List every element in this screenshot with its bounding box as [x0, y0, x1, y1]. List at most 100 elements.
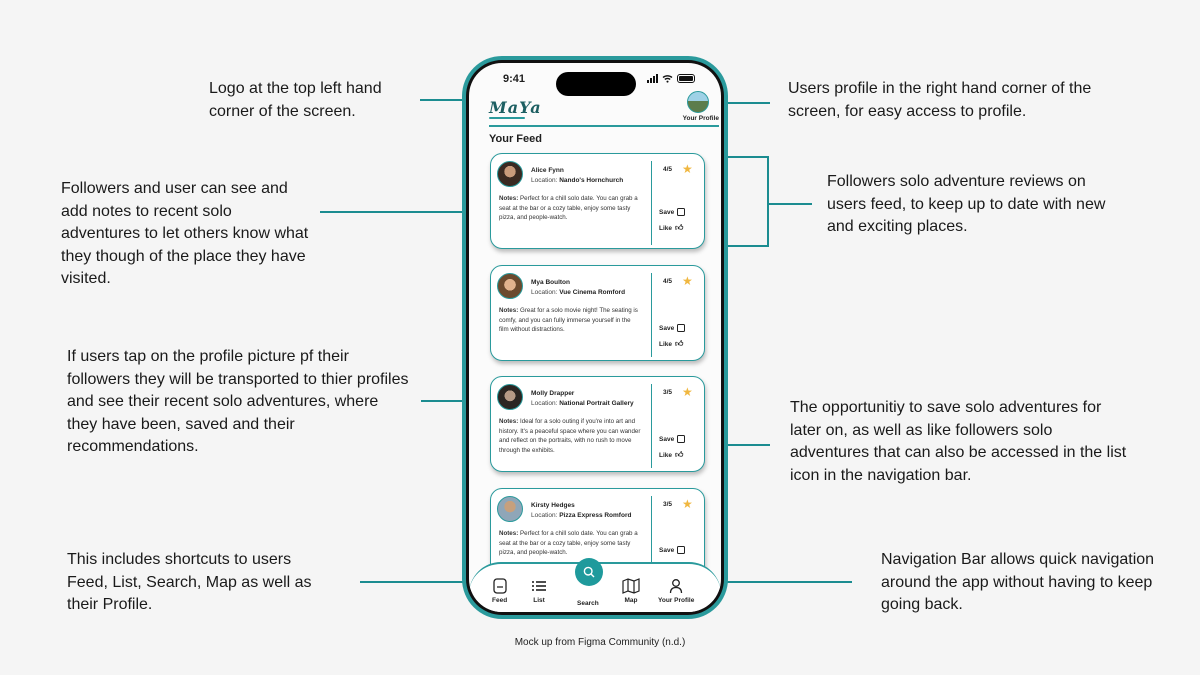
like-button[interactable]: Like👍︎: [659, 223, 683, 233]
connector-shortcuts: [360, 581, 465, 583]
app-logo[interactable]: MaYa: [489, 98, 542, 117]
nav-map-label: Map: [624, 597, 638, 604]
nav-profile-label: Your Profile: [658, 597, 695, 604]
map-icon: [622, 578, 640, 594]
location-label: Location:: [531, 512, 558, 519]
rating: 4/5: [663, 166, 673, 173]
follower-avatar[interactable]: [497, 161, 523, 187]
follower-name: Mya Boulton: [531, 279, 570, 286]
follower-avatar[interactable]: [497, 273, 523, 299]
notes-text: Perfect for a chill solo date. You can g…: [499, 195, 638, 221]
thumbs-up-icon: 👍︎: [675, 450, 684, 459]
connector-save-like: [727, 444, 770, 446]
follower-avatar[interactable]: [497, 496, 523, 522]
feed-card: Molly Drapper Location: National Portrai…: [490, 376, 705, 472]
like-button[interactable]: Like👍︎: [659, 339, 683, 349]
save-label: Save: [659, 208, 675, 216]
nav-list[interactable]: List: [531, 578, 547, 604]
like-label: Like: [659, 224, 673, 232]
star-icon: ★: [682, 385, 693, 399]
card-divider: [651, 273, 652, 357]
thumbs-up-icon: 👍︎: [675, 339, 684, 348]
status-time: 9:41: [503, 73, 526, 85]
app-screen: 9:41 MaYa Your Profile: [469, 63, 721, 612]
nav-feed-label: Feed: [492, 597, 508, 604]
list-icon: [532, 581, 546, 591]
annotation-save-like: The opportunitiy to save solo adventures…: [790, 399, 1127, 484]
notes-text: Ideal for a solo outing if you're into a…: [499, 418, 641, 454]
follower-avatar[interactable]: [497, 384, 523, 410]
notes-label: Notes:: [499, 307, 519, 314]
location-name: Vue Cinema Romford: [559, 289, 626, 296]
feed-card: Alice Fynn Location: Nando's Hornchurch …: [490, 153, 705, 249]
location-name: Nando's Hornchurch: [559, 177, 624, 184]
follower-name: Kirsty Hedges: [531, 502, 575, 509]
phone-frame: 9:41 MaYa Your Profile: [462, 56, 728, 619]
save-icon: [677, 208, 686, 216]
connector-reviews-bracket: [767, 156, 769, 247]
connector-logo: [420, 99, 462, 101]
signal-icon: [647, 74, 658, 83]
feed-card: Mya Boulton Location: Vue Cinema Romford…: [490, 265, 705, 361]
rating: 4/5: [663, 278, 673, 285]
star-icon: ★: [682, 162, 693, 176]
location-label: Location:: [531, 289, 558, 296]
annotation-shortcuts: This includes shortcuts to users Feed, L…: [67, 551, 312, 613]
nav-search-label: Search: [577, 600, 599, 607]
connector-reviews-bottom: [727, 245, 769, 247]
logo-underline: [489, 117, 525, 119]
save-label: Save: [659, 435, 675, 443]
notes-text: Great for a solo movie night! The seatin…: [499, 307, 638, 333]
nav-list-label: List: [533, 597, 545, 604]
connector-navbar: [727, 581, 852, 583]
thumbs-up-icon: 👍︎: [675, 223, 684, 232]
star-icon: ★: [682, 274, 693, 288]
annotation-tap-profile: If users tap on the profile picture pf t…: [67, 348, 409, 455]
location-name: Pizza Express Romford: [559, 512, 632, 519]
follower-name: Alice Fynn: [531, 167, 564, 174]
rating: 3/5: [663, 501, 673, 508]
card-divider: [651, 384, 652, 468]
save-label: Save: [659, 546, 675, 554]
nav-map[interactable]: Map: [622, 578, 640, 604]
save-label: Save: [659, 324, 675, 332]
search-button[interactable]: [575, 558, 603, 586]
nav-feed[interactable]: Feed: [492, 578, 507, 604]
notes-label: Notes:: [499, 418, 519, 425]
connector-notes: [320, 211, 486, 213]
source-caption: Mock up from Figma Community (n.d.): [514, 637, 686, 648]
location-name: National Portrait Gallery: [559, 400, 634, 407]
card-divider: [651, 161, 652, 245]
save-button[interactable]: Save: [659, 435, 686, 443]
annotation-profile: Users profile in the right hand corner o…: [788, 80, 1092, 120]
notes-text: Perfect for a chill solo date. You can g…: [499, 530, 638, 556]
like-button[interactable]: Like👍︎: [659, 450, 683, 460]
page-title: Your Feed: [489, 133, 542, 145]
save-button[interactable]: Save: [659, 546, 686, 554]
profile-avatar[interactable]: [687, 91, 709, 113]
like-label: Like: [659, 340, 673, 348]
like-label: Like: [659, 451, 673, 459]
navigation-bar: Feed List Search Map Your: [469, 558, 721, 612]
card-divider: [651, 496, 652, 580]
profile-label[interactable]: Your Profile: [682, 115, 719, 122]
header-divider: [489, 125, 719, 127]
connector-profile: [727, 102, 770, 104]
location-label: Location:: [531, 177, 558, 184]
nav-search[interactable]: Search: [577, 600, 599, 607]
connector-reviews-top: [727, 156, 769, 158]
dynamic-island: [556, 72, 636, 96]
follower-name: Molly Drapper: [531, 390, 575, 397]
wifi-icon: [662, 75, 673, 83]
notes-label: Notes:: [499, 530, 519, 537]
rating: 3/5: [663, 389, 673, 396]
status-bar: 9:41: [469, 63, 721, 96]
location-label: Location:: [531, 400, 558, 407]
notes-label: Notes:: [499, 195, 519, 202]
annotation-notes: Followers and user can see and add notes…: [61, 180, 309, 287]
feed-icon: [492, 578, 507, 594]
save-button[interactable]: Save: [659, 324, 686, 332]
nav-profile[interactable]: Your Profile: [658, 578, 694, 604]
connector-reviews: [769, 203, 812, 205]
save-button[interactable]: Save: [659, 208, 686, 216]
